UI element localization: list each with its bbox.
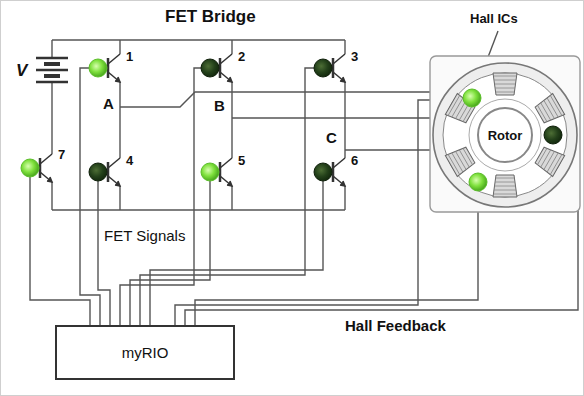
transistor-symbol	[108, 54, 120, 82]
node-label: A	[103, 96, 114, 113]
status-led	[201, 163, 219, 181]
callout-number: 5	[238, 154, 245, 168]
status-led	[89, 59, 107, 77]
transistor-symbol	[40, 154, 52, 182]
wire	[140, 68, 314, 325]
controller-box: myRIO	[55, 325, 235, 380]
wire	[52, 39, 345, 40]
wire	[175, 100, 463, 325]
stator-ring	[433, 63, 577, 207]
wire	[345, 149, 430, 150]
callout-number: 3	[351, 50, 358, 64]
wire	[119, 82, 120, 158]
voltage-label: V	[16, 62, 27, 81]
battery-plate	[44, 62, 60, 66]
callout-number: 7	[58, 148, 65, 162]
battery-plate	[36, 81, 68, 84]
wire	[231, 186, 232, 210]
transistor-symbol	[333, 54, 345, 82]
wire	[51, 82, 52, 154]
wire	[231, 82, 232, 158]
node-text: Rotor	[488, 128, 523, 143]
signal-name: FET Signals	[104, 228, 185, 245]
transistor-symbol	[333, 158, 345, 186]
signal-name: Hall Feedback	[345, 318, 446, 335]
wire	[52, 209, 345, 210]
air-gap	[469, 99, 541, 171]
callout-number: 6	[351, 154, 358, 168]
wire	[51, 182, 52, 210]
motor-housing	[430, 56, 580, 212]
wire	[119, 40, 120, 54]
wire	[119, 186, 120, 210]
status-led	[314, 59, 332, 77]
wire	[231, 40, 232, 54]
stator-tooth	[493, 175, 517, 197]
callout-number: 1	[126, 50, 133, 64]
parts	[36, 54, 345, 186]
stator-inner	[443, 73, 567, 197]
node-text: myRIO	[122, 344, 169, 361]
status-led	[314, 163, 332, 181]
transistor-symbol	[220, 158, 232, 186]
part-name: Hall ICs	[470, 12, 518, 26]
battery-plate	[36, 69, 68, 72]
transistor-symbol	[220, 54, 232, 82]
wire	[98, 181, 110, 325]
indicators	[21, 59, 562, 191]
wire	[150, 181, 323, 325]
status-led	[463, 89, 481, 107]
status-led	[89, 163, 107, 181]
transistor-symbol	[108, 158, 120, 186]
callout-number: 4	[126, 154, 133, 168]
wire	[30, 177, 90, 325]
rotor-circle: Rotor	[477, 107, 533, 163]
status-led	[21, 159, 39, 177]
wire	[232, 117, 430, 118]
wire	[130, 181, 210, 325]
wires	[30, 31, 578, 325]
battery-plate	[36, 57, 68, 60]
motor	[430, 56, 580, 212]
node-label: C	[326, 130, 337, 147]
wire	[120, 68, 201, 325]
title-text: FET Bridge	[165, 8, 256, 27]
status-led	[544, 126, 562, 144]
node-label: B	[214, 98, 225, 115]
status-led	[201, 59, 219, 77]
wire	[344, 40, 345, 54]
wire	[344, 82, 345, 158]
wire	[120, 92, 430, 107]
status-led	[469, 173, 487, 191]
wire	[344, 186, 345, 210]
battery-plate	[44, 74, 60, 78]
wire	[51, 40, 52, 58]
callout-number: 2	[238, 50, 245, 64]
stator-tooth	[493, 73, 517, 95]
wire	[80, 68, 100, 325]
